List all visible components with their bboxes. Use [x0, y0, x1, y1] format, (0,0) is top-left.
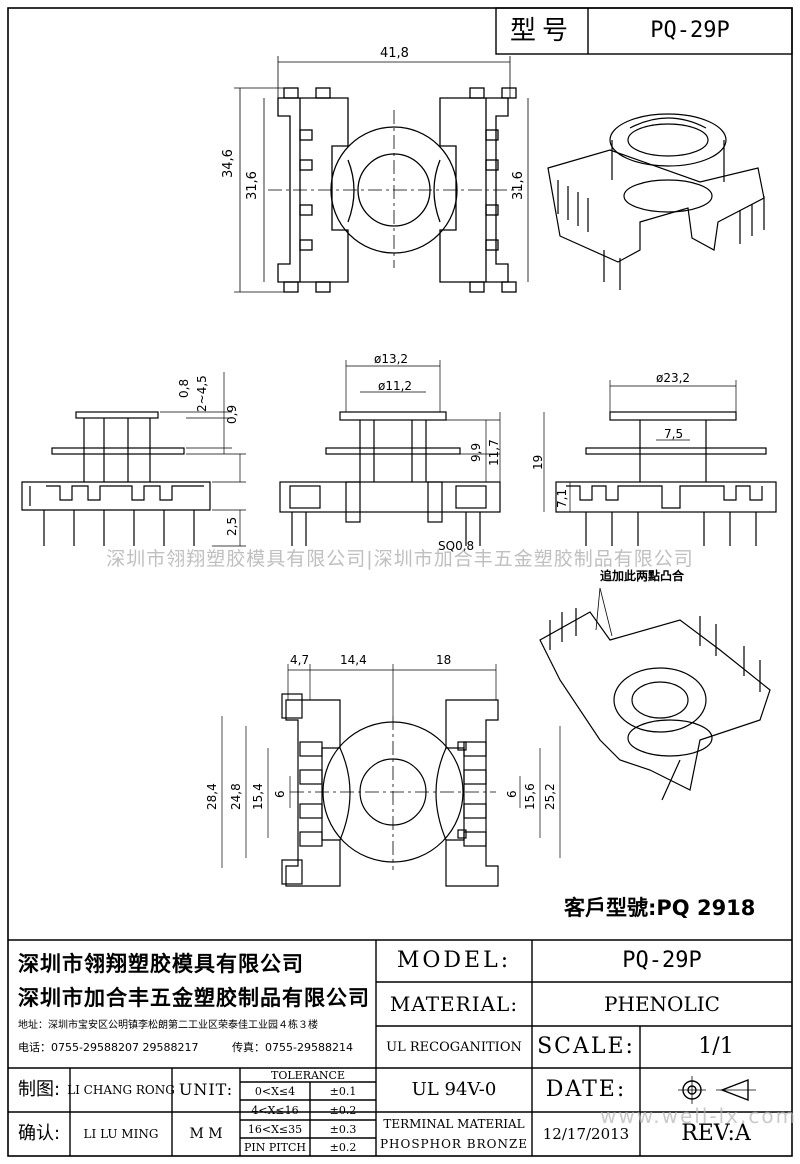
dim-top-width: 41,8 [380, 46, 409, 61]
company-phone: 电话：0755-29588207 29588217 [18, 1041, 199, 1054]
callout-note: 追加此两點凸合 [600, 569, 685, 583]
tolerance-range: 16<X≤35 [247, 1122, 303, 1136]
dim-bottom-h6: 15,6 [523, 783, 537, 810]
dim-bottom-h1: 28,4 [205, 783, 219, 810]
material-label: MATERIAL: [389, 992, 519, 1016]
type-value: PQ-29P [650, 18, 730, 43]
dim-bottom-h7: 25,2 [543, 783, 557, 810]
material-value: PHENOLIC [604, 992, 720, 1016]
right-view-drawing [543, 380, 777, 546]
drawn-label: 制图: [17, 1079, 61, 1100]
scale-value: 1/1 [698, 1034, 734, 1059]
tolerance-value: ±0.2 [329, 1140, 357, 1154]
dim-front-h1: 9,9 [469, 442, 483, 462]
dim-front-dia-outer: ø13,2 [374, 352, 409, 366]
tolerance-range: 4<X≤16 [251, 1103, 299, 1117]
approved-label: 确认: [17, 1123, 61, 1144]
tolerance-value: ±0.1 [329, 1084, 357, 1098]
dim-front-sq: SQ0,8 [438, 539, 475, 553]
model-value: PQ-29P [622, 948, 702, 973]
model-label: MODEL: [396, 948, 512, 973]
dim-side-d4: 2,5 [225, 516, 239, 536]
drawn-by: LI CHANG RONG [67, 1083, 175, 1097]
ul-label: UL RECOGANITION [386, 1039, 522, 1055]
dim-right-w: 7,5 [664, 427, 684, 441]
dim-top-height-right: 31,6 [511, 171, 526, 200]
watermark-url: www.well-lx.com [600, 1104, 798, 1128]
dim-bottom-h2: 24,8 [229, 783, 243, 810]
dim-bottom-w3: 18 [436, 653, 452, 667]
dim-right-h2: 7,1 [555, 488, 569, 508]
scale-label: SCALE: [537, 1034, 635, 1059]
iso-view-2-drawing [539, 587, 771, 801]
side-view-drawing [21, 372, 246, 547]
rev-label: REV:A [681, 1121, 751, 1146]
terminal-line-2: PHOSPHOR BRONZE [379, 1137, 529, 1151]
terminal-line-1: TERMINAL MATERIAL [383, 1117, 525, 1131]
customer-model: 客戶型號:PQ 2918 [564, 896, 756, 920]
dim-side-d3: 0,9 [225, 404, 239, 424]
dim-bottom-w2: 14,4 [340, 653, 367, 667]
tolerance-value: ±0.3 [329, 1122, 357, 1136]
company-address: 地址：深圳市宝安区公明镇李松朗第二工业区荣泰佳工业园４栋３楼 [18, 1020, 318, 1031]
dim-bottom-w1: 4,7 [290, 653, 310, 667]
dim-side-d1: 0,8 [177, 378, 191, 398]
iso-view-1-drawing [547, 113, 765, 290]
front-view-drawing [279, 360, 501, 546]
tolerance-value: ±0.2 [329, 1103, 357, 1117]
approved-by: LI LU MING [83, 1127, 159, 1141]
top-view-drawing [234, 56, 529, 293]
company-name-2: 深圳市加合丰五金塑胶制品有限公司 [18, 986, 370, 1010]
tolerance-range: PIN PITCH [244, 1140, 306, 1154]
dim-bottom-h4: 6 [273, 790, 287, 798]
dim-front-dia-inner: ø11,2 [378, 379, 413, 393]
date-value: 12/17/2013 [542, 1124, 630, 1143]
bottom-view-drawing [221, 664, 561, 887]
ul-value: UL 94V-0 [411, 1079, 497, 1100]
dim-bottom-h3: 15,4 [251, 783, 265, 810]
dim-top-height-outer: 34,6 [221, 149, 236, 178]
tolerance-header: TOLERANCE [271, 1068, 345, 1082]
dim-bottom-h5: 6 [505, 790, 519, 798]
dim-top-height-inner: 31,6 [245, 171, 260, 200]
tolerance-range: 0<X≤4 [254, 1084, 296, 1098]
dim-front-h2: 11,7 [487, 439, 501, 466]
dim-right-dia: ø23,2 [656, 371, 691, 385]
dim-side-d2: 2~4,5 [195, 375, 209, 412]
date-label: DATE: [545, 1077, 627, 1102]
dim-right-h: 19 [531, 454, 545, 470]
type-label: 型号 [509, 16, 574, 46]
company-fax: 传真：0755-29588214 [232, 1041, 353, 1054]
unit-label: UNIT: [178, 1080, 234, 1099]
watermark: 深圳市翎翔塑胶模具有限公司|深圳市加合丰五金塑胶制品有限公司 [106, 548, 694, 570]
company-name-1: 深圳市翎翔塑胶模具有限公司 [18, 952, 304, 976]
unit-value: M M [189, 1126, 223, 1142]
